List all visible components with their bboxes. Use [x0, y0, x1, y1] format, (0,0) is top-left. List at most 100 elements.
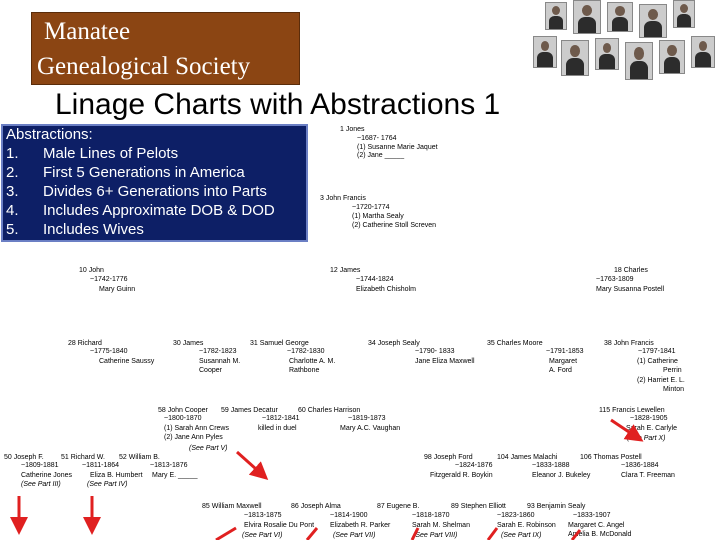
portrait-photo — [673, 0, 695, 28]
spouse: (1) Martha Sealy — [352, 213, 404, 220]
person-dates: ~1790- 1833 — [415, 348, 455, 355]
person-name: 31 Samuel George — [250, 340, 309, 347]
spouse: (2) Jane Ann Pyles — [164, 434, 223, 441]
person-name: 58 John Cooper — [158, 407, 208, 414]
spouse: Amelia B. McDonald — [568, 531, 632, 538]
portrait-photo — [573, 0, 601, 34]
portrait-photo — [691, 36, 715, 68]
portrait-collage — [525, 0, 720, 90]
see-part-reference: (See Part X) — [627, 435, 666, 442]
abstraction-text: Includes Approximate DOB & DOD — [43, 202, 275, 219]
abstraction-number: 2. — [6, 164, 19, 181]
person-name: 34 Joseph Sealy — [368, 340, 420, 347]
abstraction-number: 1. — [6, 145, 19, 162]
see-part-reference: (See Part III) — [21, 481, 61, 488]
portrait-photo — [595, 38, 619, 70]
person-dates: ~1823-1860 — [497, 512, 535, 519]
arrow-icon — [610, 418, 644, 442]
society-name-line2: Genealogical Society — [37, 53, 251, 80]
person-dates: ~1811-1864 — [82, 462, 120, 469]
arrow-icon — [570, 529, 582, 540]
abstraction-text: Divides 6+ Generations into Parts — [43, 183, 267, 200]
person-dates: ~1720-1774 — [352, 204, 390, 211]
arrow-icon — [235, 450, 269, 481]
abstraction-item: 3. Divides 6+ Generations into Parts — [0, 183, 300, 201]
abstraction-number: 5. — [6, 221, 19, 238]
person-dates: ~1814-1900 — [330, 512, 368, 519]
spouse: (2) Jane _____ — [357, 152, 405, 159]
portrait-photo — [639, 4, 667, 38]
spouse: Mary Guinn — [99, 286, 136, 293]
arrow-icon — [486, 527, 499, 540]
person-dates: ~1791-1853 — [546, 348, 584, 355]
person-dates: ~1742-1776 — [90, 276, 128, 283]
spouse: Mary A.C. Vaughan — [340, 425, 401, 432]
person-name: 60 Charles Harrison — [298, 407, 361, 414]
abstraction-number: 4. — [6, 202, 19, 219]
person-name: 50 Joseph F. — [4, 454, 44, 461]
person-name: 18 Charles — [614, 267, 648, 274]
society-name-line1: Manatee — [44, 18, 131, 45]
person-dates: ~1763-1809 — [596, 276, 634, 283]
portrait-photo — [545, 2, 567, 30]
person-dates: ~1782-1823 — [199, 348, 237, 355]
arrow-icon — [215, 526, 237, 540]
abstraction-item: 1. Male Lines of Pelots — [0, 145, 300, 163]
person-dates: ~1812-1841 — [262, 415, 300, 422]
person-name: 28 Richard — [68, 340, 102, 347]
spouse: Margaret C. Angel — [568, 522, 625, 529]
see-part-reference: (See Part V) — [189, 445, 228, 452]
spouse: (1) Sarah Ann Crews — [164, 425, 229, 432]
spouse: Eliza B. Humbert — [90, 472, 143, 479]
person-name: 93 Benjamin Sealy — [527, 503, 586, 510]
spouse: Eleanor J. Bukeley — [532, 472, 591, 479]
person-name: 1 Jones — [340, 126, 365, 133]
abstraction-text: Male Lines of Pelots — [43, 145, 179, 162]
spouse: Catherine Saussy — [99, 358, 155, 365]
person-dates: ~1782-1830 — [287, 348, 325, 355]
spouse: Clara T. Freeman — [621, 472, 675, 479]
person-name: 30 James — [173, 340, 204, 347]
abstraction-item: 5. Includes Wives — [0, 221, 300, 239]
person-dates: ~1775-1840 — [90, 348, 128, 355]
person-name: 86 Joseph Alma — [291, 503, 341, 510]
portrait-photo — [607, 2, 633, 32]
see-part-reference: (See Part VI) — [242, 532, 283, 539]
person-name: 87 Eugene B. — [377, 503, 420, 510]
person-dates: ~1809-1881 — [21, 462, 59, 469]
person-dates: ~1813-1875 — [244, 512, 282, 519]
person-dates: ~1836-1884 — [621, 462, 659, 469]
abstractions-heading: Abstractions: — [6, 126, 93, 143]
see-part-reference: (See Part VIII) — [413, 532, 458, 539]
abstraction-item: 4. Includes Approximate DOB & DOD — [0, 202, 300, 220]
person-name: 98 Joseph Ford — [424, 454, 473, 461]
spouse: Mary Susanna Postell — [596, 286, 665, 293]
person-dates: ~1828-1905 — [630, 415, 668, 422]
arrow-icon — [305, 527, 319, 540]
person-dates: ~1833-1907 — [573, 512, 611, 519]
person-name: 10 John — [79, 267, 104, 274]
spouse: Perrin — [663, 367, 682, 374]
spouse: (2) Catherine Stoll Screven — [352, 222, 437, 229]
person-dates: ~1687- 1764 — [357, 135, 397, 142]
see-part-reference: (See Part IX) — [501, 532, 542, 539]
spouse: Margaret — [549, 358, 578, 365]
person-name: 106 Thomas Postell — [580, 454, 642, 461]
spouse: A. Ford — [549, 367, 572, 374]
annotation: killed in duel — [258, 425, 297, 432]
person-dates: ~1813-1876 — [150, 462, 188, 469]
person-name: 12 James — [330, 267, 361, 274]
spouse: Sarah E. Robinson — [497, 522, 556, 529]
person-dates: ~1819-1873 — [348, 415, 386, 422]
spouse: (2) Harriet E. L. — [637, 377, 685, 384]
person-dates: ~1824-1876 — [455, 462, 493, 469]
portrait-photo — [533, 36, 557, 68]
abstractions-panel — [1, 124, 308, 242]
spouse: Rathbone — [289, 367, 320, 374]
person-name: 104 James Malachi — [497, 454, 558, 461]
person-name: 115 Francis Lewellen — [599, 407, 665, 414]
spouse: Cooper — [199, 367, 222, 374]
person-name: 59 James Decatur — [221, 407, 278, 414]
abstraction-text: Includes Wives — [43, 221, 144, 238]
